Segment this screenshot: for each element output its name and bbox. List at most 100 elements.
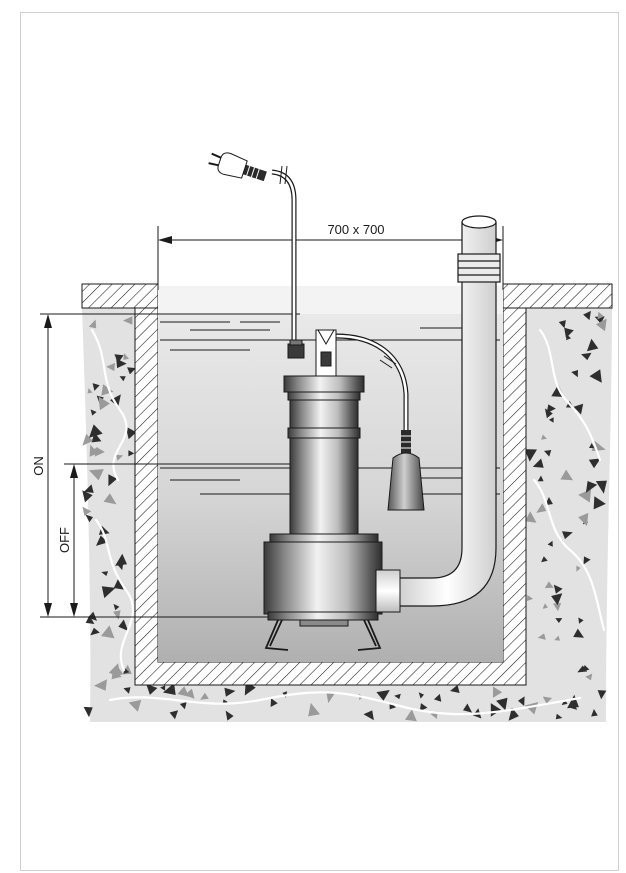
power-cable (271, 165, 297, 344)
gravel-stone (82, 433, 93, 446)
gravel-stone (541, 434, 547, 440)
gravel-stone (116, 563, 124, 571)
gravel-stone (588, 458, 601, 469)
gravel-stone (82, 506, 92, 516)
gravel-stone (89, 469, 104, 481)
soil-vein (90, 328, 128, 482)
gravel-stone (113, 603, 120, 611)
gravel-stone (553, 603, 562, 612)
gravel-stone (224, 687, 236, 697)
gravel-stone (532, 458, 544, 468)
discharge-pipe (397, 215, 501, 607)
ground-surface-right (502, 283, 613, 309)
gravel-stone (537, 475, 544, 482)
gravel-stone (123, 353, 129, 360)
gravel-stone (115, 454, 124, 461)
page-frame (20, 12, 619, 871)
gravel-stone (518, 696, 525, 706)
gravel-stone (128, 699, 142, 712)
gravel-stone (119, 376, 126, 382)
gravel-stone (554, 635, 560, 641)
gravel-stone (177, 686, 189, 697)
gravel-stone (490, 703, 502, 717)
gravel-stone (225, 710, 234, 721)
gravel-stone (108, 474, 117, 487)
gravel-stone (541, 556, 548, 563)
gravel-stone (418, 692, 424, 699)
gravel-stone (577, 665, 588, 673)
gravel-stone (394, 693, 401, 700)
float-switch (335, 333, 425, 511)
gravel-stone (576, 565, 581, 572)
pump-motor-cap (283, 375, 365, 393)
gravel-stone (508, 707, 519, 721)
gravel-stone (434, 693, 442, 702)
pump (263, 329, 401, 651)
gravel-stone (376, 690, 390, 701)
ground-surface-left (81, 283, 159, 309)
gravel-stone (128, 450, 135, 457)
gravel-stone (123, 687, 131, 694)
gravel-stone (113, 578, 124, 590)
gravel-stone (492, 686, 503, 698)
gravel-stone (537, 633, 546, 640)
gravel-stone (125, 426, 137, 440)
gravel-stone (593, 496, 606, 510)
gravel-stone (405, 709, 417, 722)
gravel-stone (597, 311, 604, 320)
gravel-stone (560, 469, 573, 481)
gravel-stone (115, 553, 127, 566)
gravel-stone (89, 424, 103, 438)
gravel-stone (101, 384, 114, 396)
gravel-stone (85, 514, 93, 523)
gravel-stone (463, 703, 473, 713)
gravel-stone (169, 710, 179, 720)
gravel-stone (526, 595, 534, 601)
on-label: ON (31, 456, 46, 476)
gravel-stone (96, 535, 108, 546)
gravel-stone (578, 489, 591, 503)
gravel-stone (595, 480, 607, 494)
gravel-stone (83, 484, 94, 493)
soil-vein (108, 691, 582, 716)
plug-icon (208, 152, 267, 182)
gravel-stone (536, 503, 547, 513)
soil-vein (94, 518, 134, 672)
gravel-stone (90, 627, 100, 636)
gravel-stone (544, 581, 554, 589)
gravel-stone (101, 625, 115, 639)
gravel-stone (110, 394, 121, 407)
gravel-stone (558, 320, 566, 329)
gravel-stone (585, 673, 593, 681)
gravel-stone (88, 611, 97, 621)
gravel-stone (82, 490, 93, 503)
gravel-stone (595, 318, 607, 332)
gravel-stone (573, 403, 584, 415)
gravel-stone (578, 617, 584, 624)
gravel-stone (98, 396, 110, 411)
gravel-stone (114, 354, 124, 364)
gravel-stone (160, 685, 166, 691)
gravel-stone (585, 481, 598, 493)
pump-volute (263, 541, 383, 615)
gravel-stone (83, 706, 93, 718)
gravel-stone (562, 531, 573, 540)
gravel-stone (525, 511, 537, 523)
gravel-stone (122, 316, 133, 325)
gravel-stone (594, 316, 605, 324)
gravel-stone (555, 618, 563, 623)
gravel-stone (544, 408, 553, 419)
gravel-stone (101, 571, 109, 576)
gravel-stone (567, 694, 579, 709)
gravel-stone (200, 692, 209, 700)
gravel-stone (127, 367, 136, 375)
gravel-stone (106, 362, 115, 372)
gravel-stone (363, 710, 374, 721)
gravel-stone (496, 697, 508, 711)
gravel-stone (450, 684, 460, 693)
gravel-stone (583, 556, 591, 565)
gravel-stone (92, 383, 100, 391)
gravel-stone (589, 369, 602, 383)
gravel-stone (548, 417, 554, 423)
